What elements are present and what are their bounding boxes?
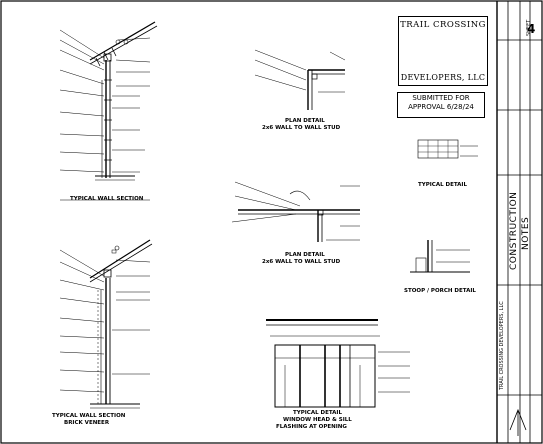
caption-wall-section-top: TYPICAL WALL SECTION xyxy=(70,196,144,202)
caption-window-detail-2: WINDOW HEAD & SILL xyxy=(283,417,352,423)
caption-plan-detail-1-sub: 2x6 WALL TO WALL STUD xyxy=(262,125,341,131)
company-logo: TRAIL CROSSING DEVELOPERS, LLC xyxy=(398,16,488,86)
caption-plan-detail-2-sub: 2x6 WALL TO WALL STUD xyxy=(262,259,341,265)
plan-detail-2 xyxy=(231,181,360,242)
sheet-number: 4 xyxy=(527,22,536,36)
caption-stoop-detail: STOOP / PORCH DETAIL xyxy=(404,288,476,294)
stamp-line-2: APPROVAL 6/28/24 xyxy=(408,103,474,111)
firm-name: TRAIL CROSSING DEVELOPERS, LLC xyxy=(499,301,505,390)
project-title-1: CONSTRUCTION xyxy=(509,191,519,270)
north-arrow-icon xyxy=(509,408,527,436)
approval-stamp: SUBMITTED FOR APPROVAL 6/28/24 xyxy=(397,92,485,118)
logo-subtitle: DEVELOPERS, LLC xyxy=(400,73,486,82)
stamp-line-1: SUBMITTED FOR xyxy=(412,94,470,102)
caption-window-detail-3: FLASHING AT OPENING xyxy=(276,424,347,430)
caption-plan-detail-1: PLAN DETAIL xyxy=(285,118,325,124)
logo-name: TRAIL CROSSING xyxy=(400,20,486,30)
caption-wall-section-bottom-sub: BRICK VENEER xyxy=(64,420,110,426)
wall-section-top xyxy=(59,21,158,201)
small-detail-right xyxy=(417,139,478,159)
caption-small-detail: TYPICAL DETAIL xyxy=(418,182,467,188)
caption-plan-detail-2: PLAN DETAIL xyxy=(285,252,325,258)
plan-detail-1 xyxy=(254,49,346,110)
caption-window-detail: TYPICAL DETAIL xyxy=(293,410,342,416)
caption-wall-section-bottom: TYPICAL WALL SECTION xyxy=(52,413,126,419)
wall-section-bottom xyxy=(59,239,153,409)
window-detail xyxy=(266,319,410,408)
stoop-detail xyxy=(410,240,470,273)
project-title-2: NOTES xyxy=(521,216,531,250)
